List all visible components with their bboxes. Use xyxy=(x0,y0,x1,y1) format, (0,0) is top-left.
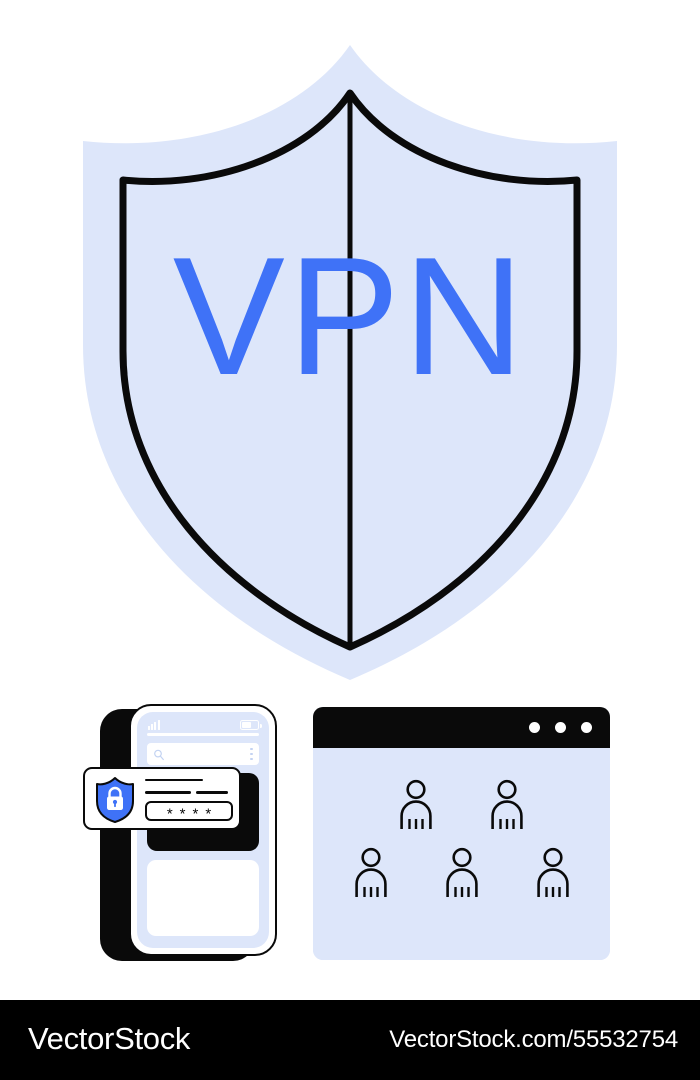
people-row xyxy=(313,779,610,830)
shield-inner-outline xyxy=(119,89,581,651)
kebab-menu-icon[interactable] xyxy=(250,748,253,760)
smartphone-mockup: * * * * xyxy=(80,695,295,970)
signal-bars-icon xyxy=(148,720,162,730)
person-icon xyxy=(489,779,525,830)
search-input[interactable] xyxy=(147,743,259,765)
watermark-footer: VectorStock VectorStock.com/55532754 xyxy=(0,1000,700,1080)
status-divider xyxy=(147,733,259,736)
search-icon xyxy=(153,748,165,761)
vpn-text-label: VPN xyxy=(172,222,528,410)
browser-content xyxy=(313,748,610,960)
people-grid xyxy=(313,779,610,915)
window-dot[interactable] xyxy=(529,722,540,733)
phone-white-panel xyxy=(147,860,259,936)
browser-title-bar xyxy=(313,707,610,748)
password-dot: * xyxy=(166,805,173,822)
person-icon xyxy=(444,847,480,898)
credential-text-lines xyxy=(145,779,230,804)
people-row xyxy=(313,847,610,898)
vectorstock-logo: VectorStock xyxy=(28,1021,191,1056)
password-dot: * xyxy=(192,805,199,822)
shield-lock-icon xyxy=(94,776,136,824)
vectorstock-url: VectorStock.com/55532754 xyxy=(389,1026,678,1053)
person-icon xyxy=(398,779,434,830)
password-dot: * xyxy=(205,805,212,822)
browser-window xyxy=(313,707,610,960)
person-icon xyxy=(353,847,389,898)
credential-line-2b xyxy=(196,791,228,794)
vpn-shield-graphic xyxy=(75,45,625,680)
phone-screen xyxy=(137,712,269,948)
battery-icon xyxy=(240,720,263,730)
password-field[interactable]: * * * * xyxy=(145,801,233,821)
person-icon xyxy=(535,847,571,898)
password-dot: * xyxy=(179,805,186,822)
credential-line-2a xyxy=(145,791,191,794)
credential-line-1 xyxy=(145,779,203,782)
credential-card: * * * * xyxy=(83,767,241,830)
phone-status-bar xyxy=(137,716,269,732)
window-dot[interactable] xyxy=(555,722,566,733)
window-dot[interactable] xyxy=(581,722,592,733)
